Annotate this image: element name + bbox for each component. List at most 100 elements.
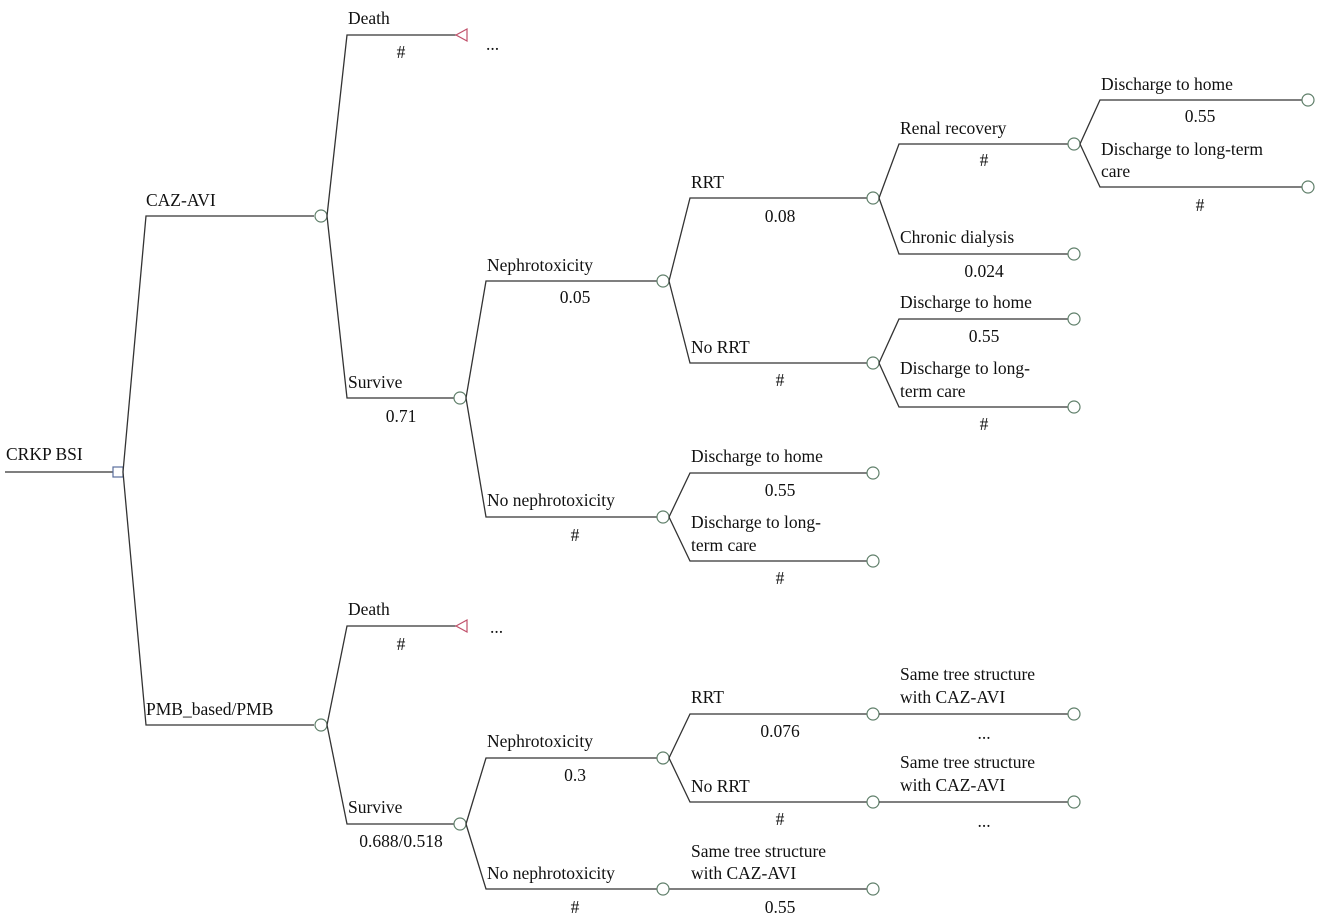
pmb-nn-same-label-line1: Same tree structure [691, 841, 826, 861]
caz-nn-ltc-end-node [866, 554, 880, 568]
caz-branch [122, 215, 314, 473]
caz-nn-ltc-prob: # [776, 568, 785, 588]
pmb-nephro-chance-node [656, 751, 670, 765]
pmb-survive-chance-node [453, 817, 467, 831]
pmb-no-nephro-branch [465, 823, 867, 890]
caz-chance-node [314, 209, 328, 223]
pmb-nn-same-prob: 0.55 [765, 897, 796, 917]
caz-chronic-dialysis-prob: 0.024 [964, 261, 1004, 281]
caz-chronic-dialysis-end-node [1067, 247, 1081, 261]
caz-no-rrt-label: No RRT [691, 337, 750, 357]
pmb-survive-prob: 0.688/0.518 [359, 831, 443, 851]
pmb-death-terminal-node [454, 618, 468, 634]
pmb-death-label: Death [348, 599, 390, 619]
caz-renal-recovery-branch [878, 143, 1068, 199]
caz-nn-home-prob: 0.55 [765, 480, 796, 500]
pmb-no-rrt-branch [668, 757, 867, 803]
pmb-rrt-same-end-node [1067, 707, 1081, 721]
pmb-no-rrt-label: No RRT [691, 776, 750, 796]
pmb-rrt-same-label-line1: Same tree structure [900, 664, 1035, 684]
caz-death-label: Death [348, 8, 390, 28]
root-label: CRKP BSI [6, 444, 83, 464]
caz-nrrt-ltc-end-node [1067, 400, 1081, 414]
pmb-rrt-same-label-line2: with CAZ-AVI [900, 687, 1005, 707]
caz-rr-ltc-branch [1079, 143, 1302, 188]
caz-no-nephro-branch [465, 397, 657, 518]
caz-nrrt-home-prob: 0.55 [969, 326, 1000, 346]
pmb-no-rrt-chance-node [866, 795, 880, 809]
caz-rr-ltc-end-node [1301, 180, 1315, 194]
pmb-nrrt-same-label-line2: with CAZ-AVI [900, 775, 1005, 795]
caz-nn-ltc-label-line1: Discharge to long- [691, 512, 821, 532]
pmb-rrt-label: RRT [691, 687, 724, 707]
caz-no-nephro-chance-node [656, 510, 670, 524]
caz-no-rrt-branch [668, 280, 867, 364]
caz-chronic-dialysis-label: Chronic dialysis [900, 227, 1014, 247]
caz-rr-ltc-label-line1: Discharge to long-term [1101, 139, 1263, 159]
pmb-nrrt-same-prob: ... [977, 811, 990, 831]
caz-survive-label: Survive [348, 372, 403, 392]
pmb-nn-same-end-node [866, 882, 880, 896]
pmb-survive-branch [326, 724, 454, 825]
caz-rr-ltc-label-line2: care [1101, 161, 1130, 181]
caz-nn-home-end-node [866, 466, 880, 480]
pmb-no-nephro-label: No nephrotoxicity [487, 863, 615, 883]
caz-nephro-prob: 0.05 [560, 287, 591, 307]
caz-nephro-label: Nephrotoxicity [487, 255, 593, 275]
pmb-branch [122, 471, 314, 726]
caz-chronic-dialysis-branch [878, 197, 1068, 255]
caz-death-branch [326, 34, 456, 217]
caz-nephro-chance-node [656, 274, 670, 288]
caz-nrrt-ltc-prob: # [980, 414, 989, 434]
pmb-nephro-prob: 0.3 [564, 765, 586, 785]
caz-death-prob: # [397, 42, 406, 62]
pmb-survive-label: Survive [348, 797, 403, 817]
pmb-no-rrt-prob: # [776, 809, 785, 829]
caz-nn-home-branch [668, 472, 867, 518]
caz-renal-recovery-label: Renal recovery [900, 118, 1007, 138]
caz-rrt-chance-node [866, 191, 880, 205]
caz-death-more: ... [486, 34, 499, 54]
caz-rr-home-label: Discharge to home [1101, 74, 1233, 94]
caz-nn-ltc-label-line2: term care [691, 535, 757, 555]
pmb-nephro-label: Nephrotoxicity [487, 731, 593, 751]
caz-renal-recovery-chance-node [1067, 137, 1081, 151]
caz-renal-recovery-prob: # [980, 150, 989, 170]
pmb-nephro-branch [465, 757, 657, 825]
pmb-label: PMB_based/PMB [146, 699, 273, 719]
caz-nn-ltc-branch [668, 516, 867, 562]
caz-rrt-branch [668, 197, 867, 282]
caz-label: CAZ-AVI [146, 190, 216, 210]
caz-no-nephro-label: No nephrotoxicity [487, 490, 615, 510]
pmb-nrrt-same-end-node [1067, 795, 1081, 809]
caz-nn-home-label: Discharge to home [691, 446, 823, 466]
pmb-chance-node [314, 718, 328, 732]
pmb-nrrt-same-label-line1: Same tree structure [900, 752, 1035, 772]
caz-rrt-prob: 0.08 [765, 206, 796, 226]
caz-rr-home-prob: 0.55 [1185, 106, 1216, 126]
caz-no-rrt-chance-node [866, 356, 880, 370]
caz-death-terminal-node [454, 27, 468, 43]
caz-survive-prob: 0.71 [386, 406, 417, 426]
decision-node [112, 466, 124, 478]
caz-no-rrt-prob: # [776, 370, 785, 390]
caz-nrrt-ltc-label-line2: term care [900, 381, 966, 401]
pmb-death-more: ... [490, 617, 503, 637]
caz-no-nephro-prob: # [571, 525, 580, 545]
pmb-death-prob: # [397, 634, 406, 654]
caz-nrrt-ltc-branch [878, 362, 1068, 408]
caz-nrrt-home-end-node [1067, 312, 1081, 326]
pmb-no-nephro-prob: # [571, 897, 580, 917]
pmb-rrt-branch [668, 713, 867, 759]
caz-nephro-branch [465, 280, 657, 399]
pmb-rrt-prob: 0.076 [760, 721, 800, 741]
caz-nrrt-home-branch [878, 318, 1068, 364]
caz-survive-chance-node [453, 391, 467, 405]
pmb-rrt-same-prob: ... [977, 723, 990, 743]
pmb-nn-same-label-line2: with CAZ-AVI [691, 863, 796, 883]
caz-rr-home-branch [1079, 99, 1302, 145]
caz-survive-branch [326, 215, 454, 399]
caz-rr-home-end-node [1301, 93, 1315, 107]
caz-nrrt-ltc-label-line1: Discharge to long- [900, 358, 1030, 378]
